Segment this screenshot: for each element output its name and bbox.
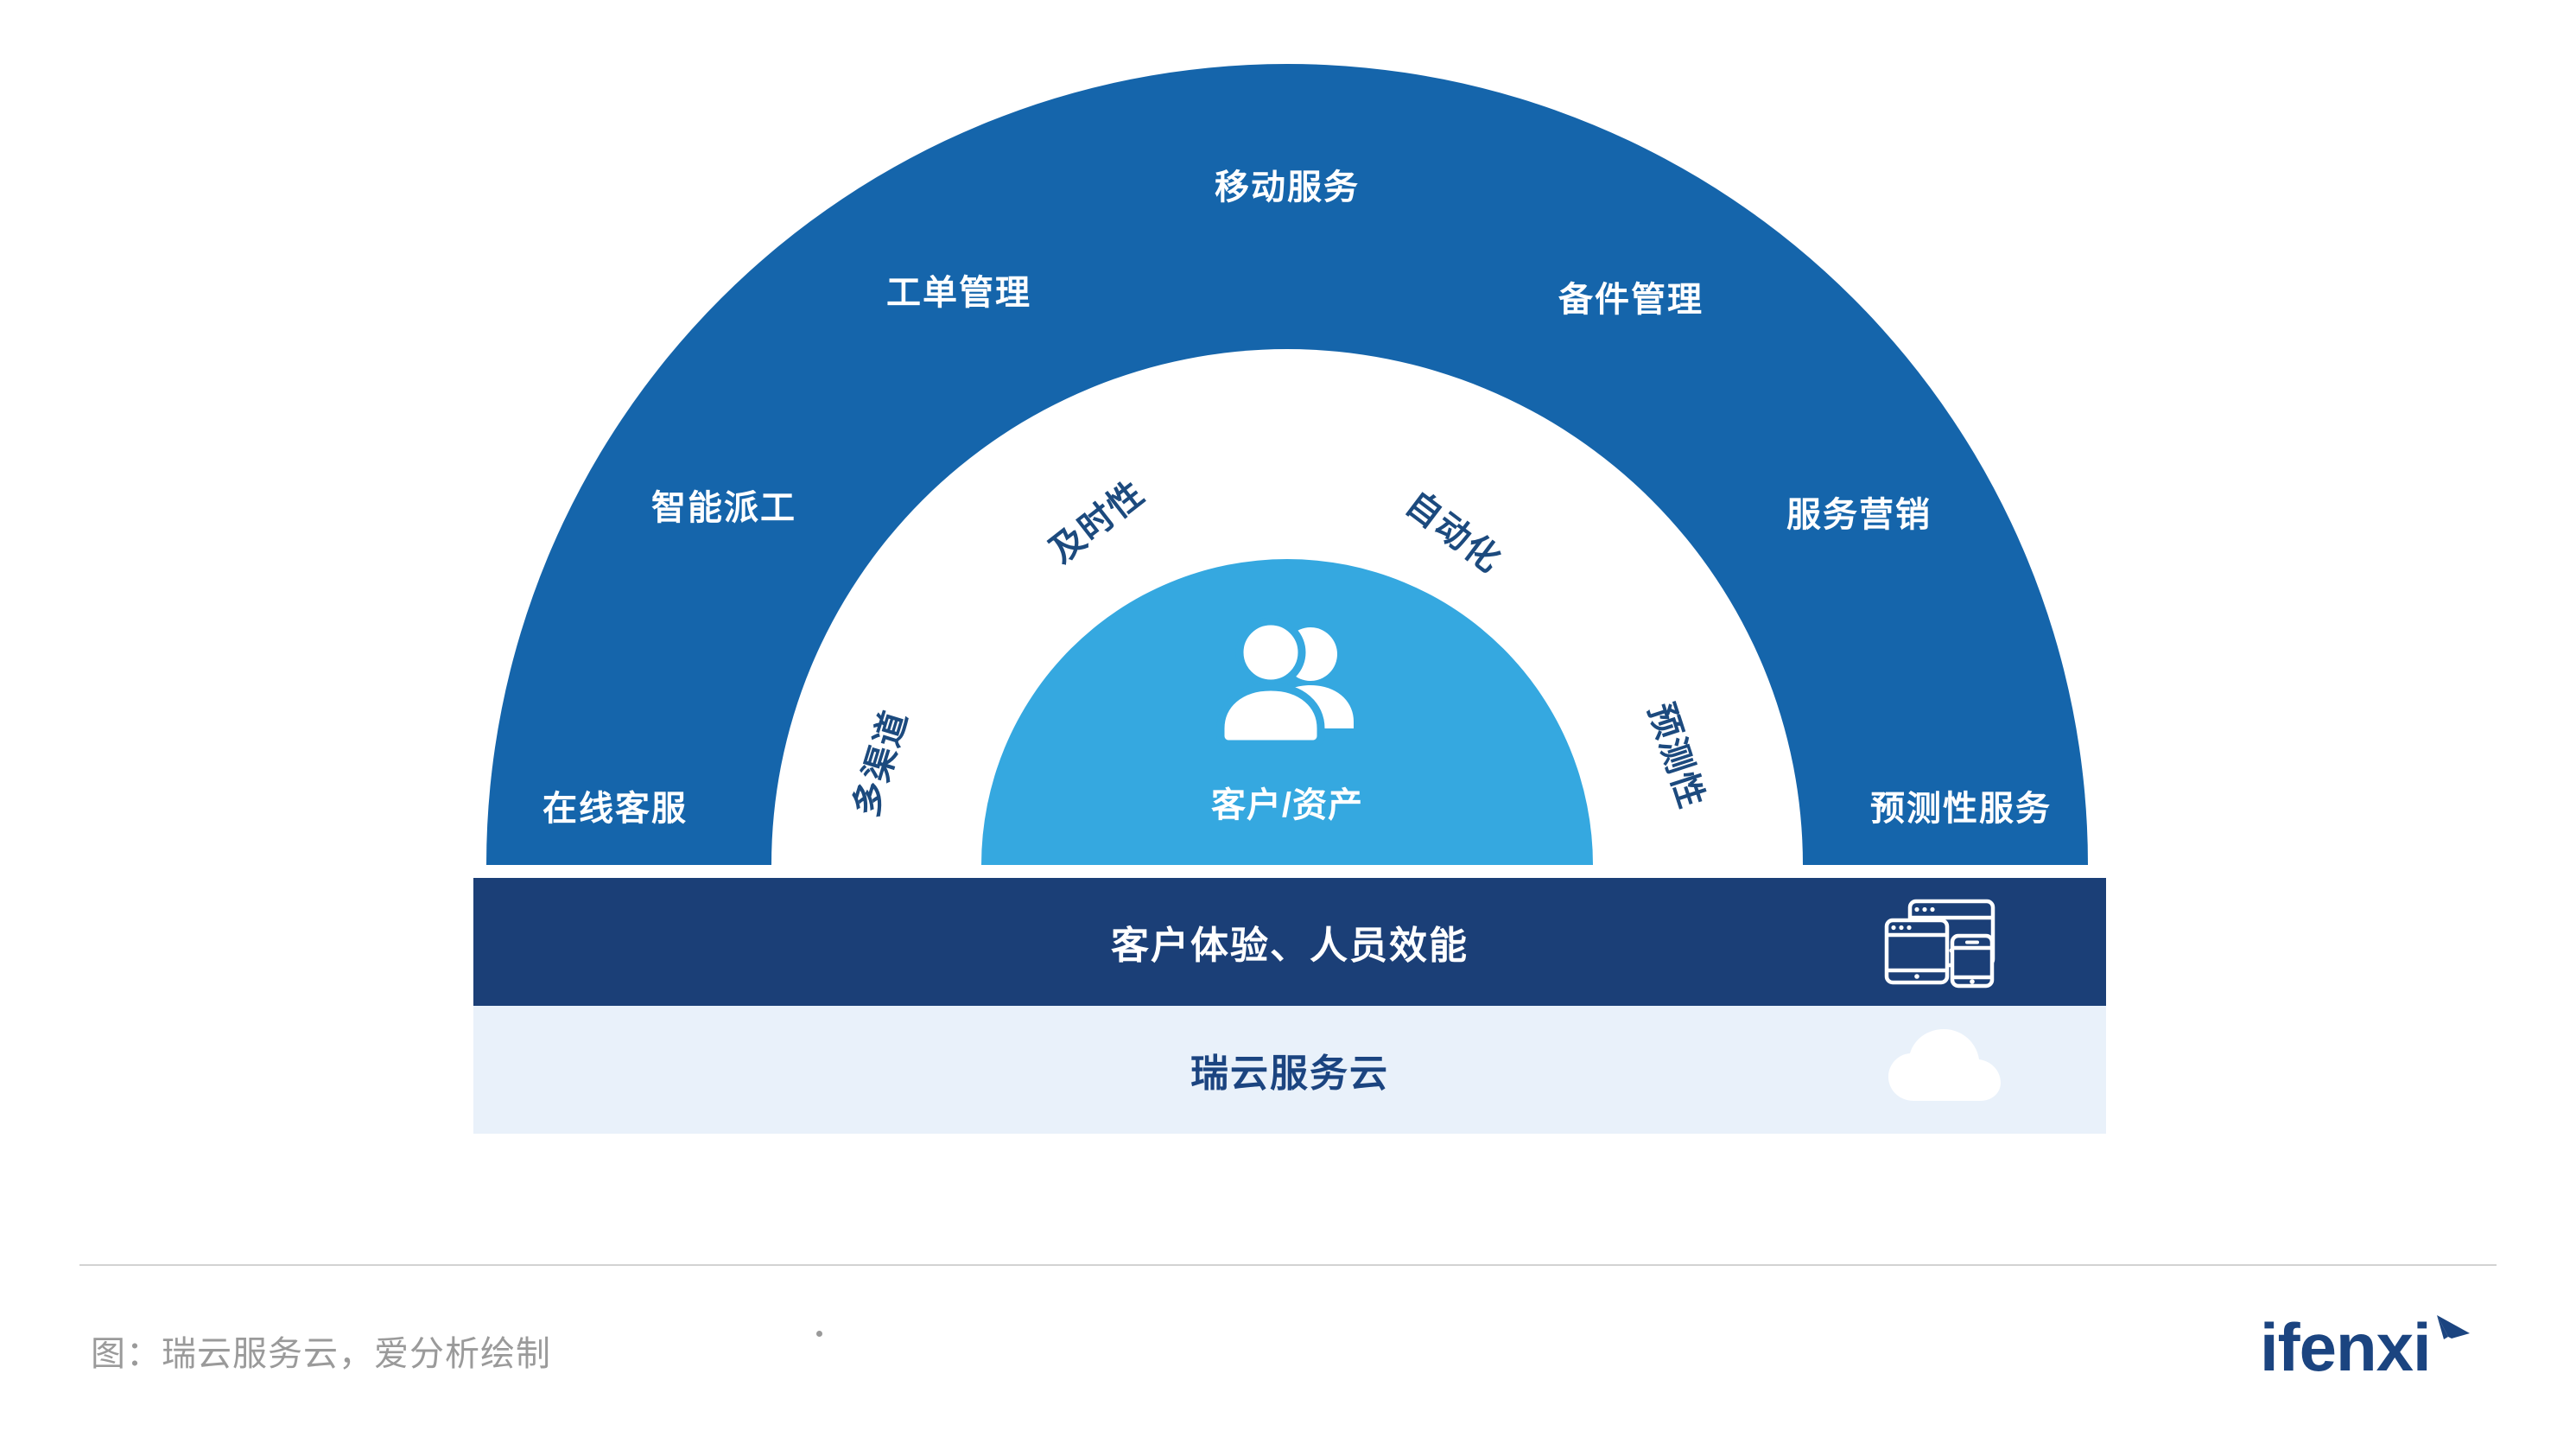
multi-device-icon (1881, 894, 2002, 989)
outer-label-spare-parts-management: 备件管理 (1558, 281, 1704, 319)
outer-label-online-customer-service: 在线客服 (542, 790, 688, 828)
outer-label-mobile-service: 移动服务 (1215, 168, 1360, 207)
outer-label-predictive-service: 预测性服务 (1870, 790, 2052, 828)
outer-label-work-order-management: 工单管理 (886, 274, 1031, 312)
outer-label-intelligent-dispatch: 智能派工 (651, 489, 796, 527)
users-icon (1205, 617, 1369, 748)
outer-label-service-marketing: 服务营销 (1786, 496, 1932, 534)
footer-caption: 图：瑞云服务云，爱分析绘制 (91, 1335, 551, 1373)
svg-text:ifenxi: ifenxi (2260, 1310, 2431, 1385)
product-name-bar: 瑞云服务云 (473, 1006, 2106, 1134)
platform-value-bar: 客户体验、人员效能 (473, 878, 2106, 1006)
footer-divider (79, 1264, 2497, 1266)
ifenxi-logo: ifenxi (2260, 1309, 2484, 1389)
product-name-bar-text: 瑞云服务云 (1190, 1052, 1389, 1095)
footer-dot (816, 1331, 822, 1337)
center-label-customer-asset: 客户/资产 (1210, 786, 1364, 824)
diagram-canvas: 移动服务 工单管理 备件管理 智能派工 服务营销 在线客服 预测性服务 及时性 … (473, 64, 2106, 1134)
cloud-icon (1883, 1027, 2004, 1113)
concentric-semicircle-group: 移动服务 工单管理 备件管理 智能派工 服务营销 在线客服 预测性服务 及时性 … (486, 64, 2088, 865)
platform-value-bar-text: 客户体验、人员效能 (1111, 925, 1469, 967)
